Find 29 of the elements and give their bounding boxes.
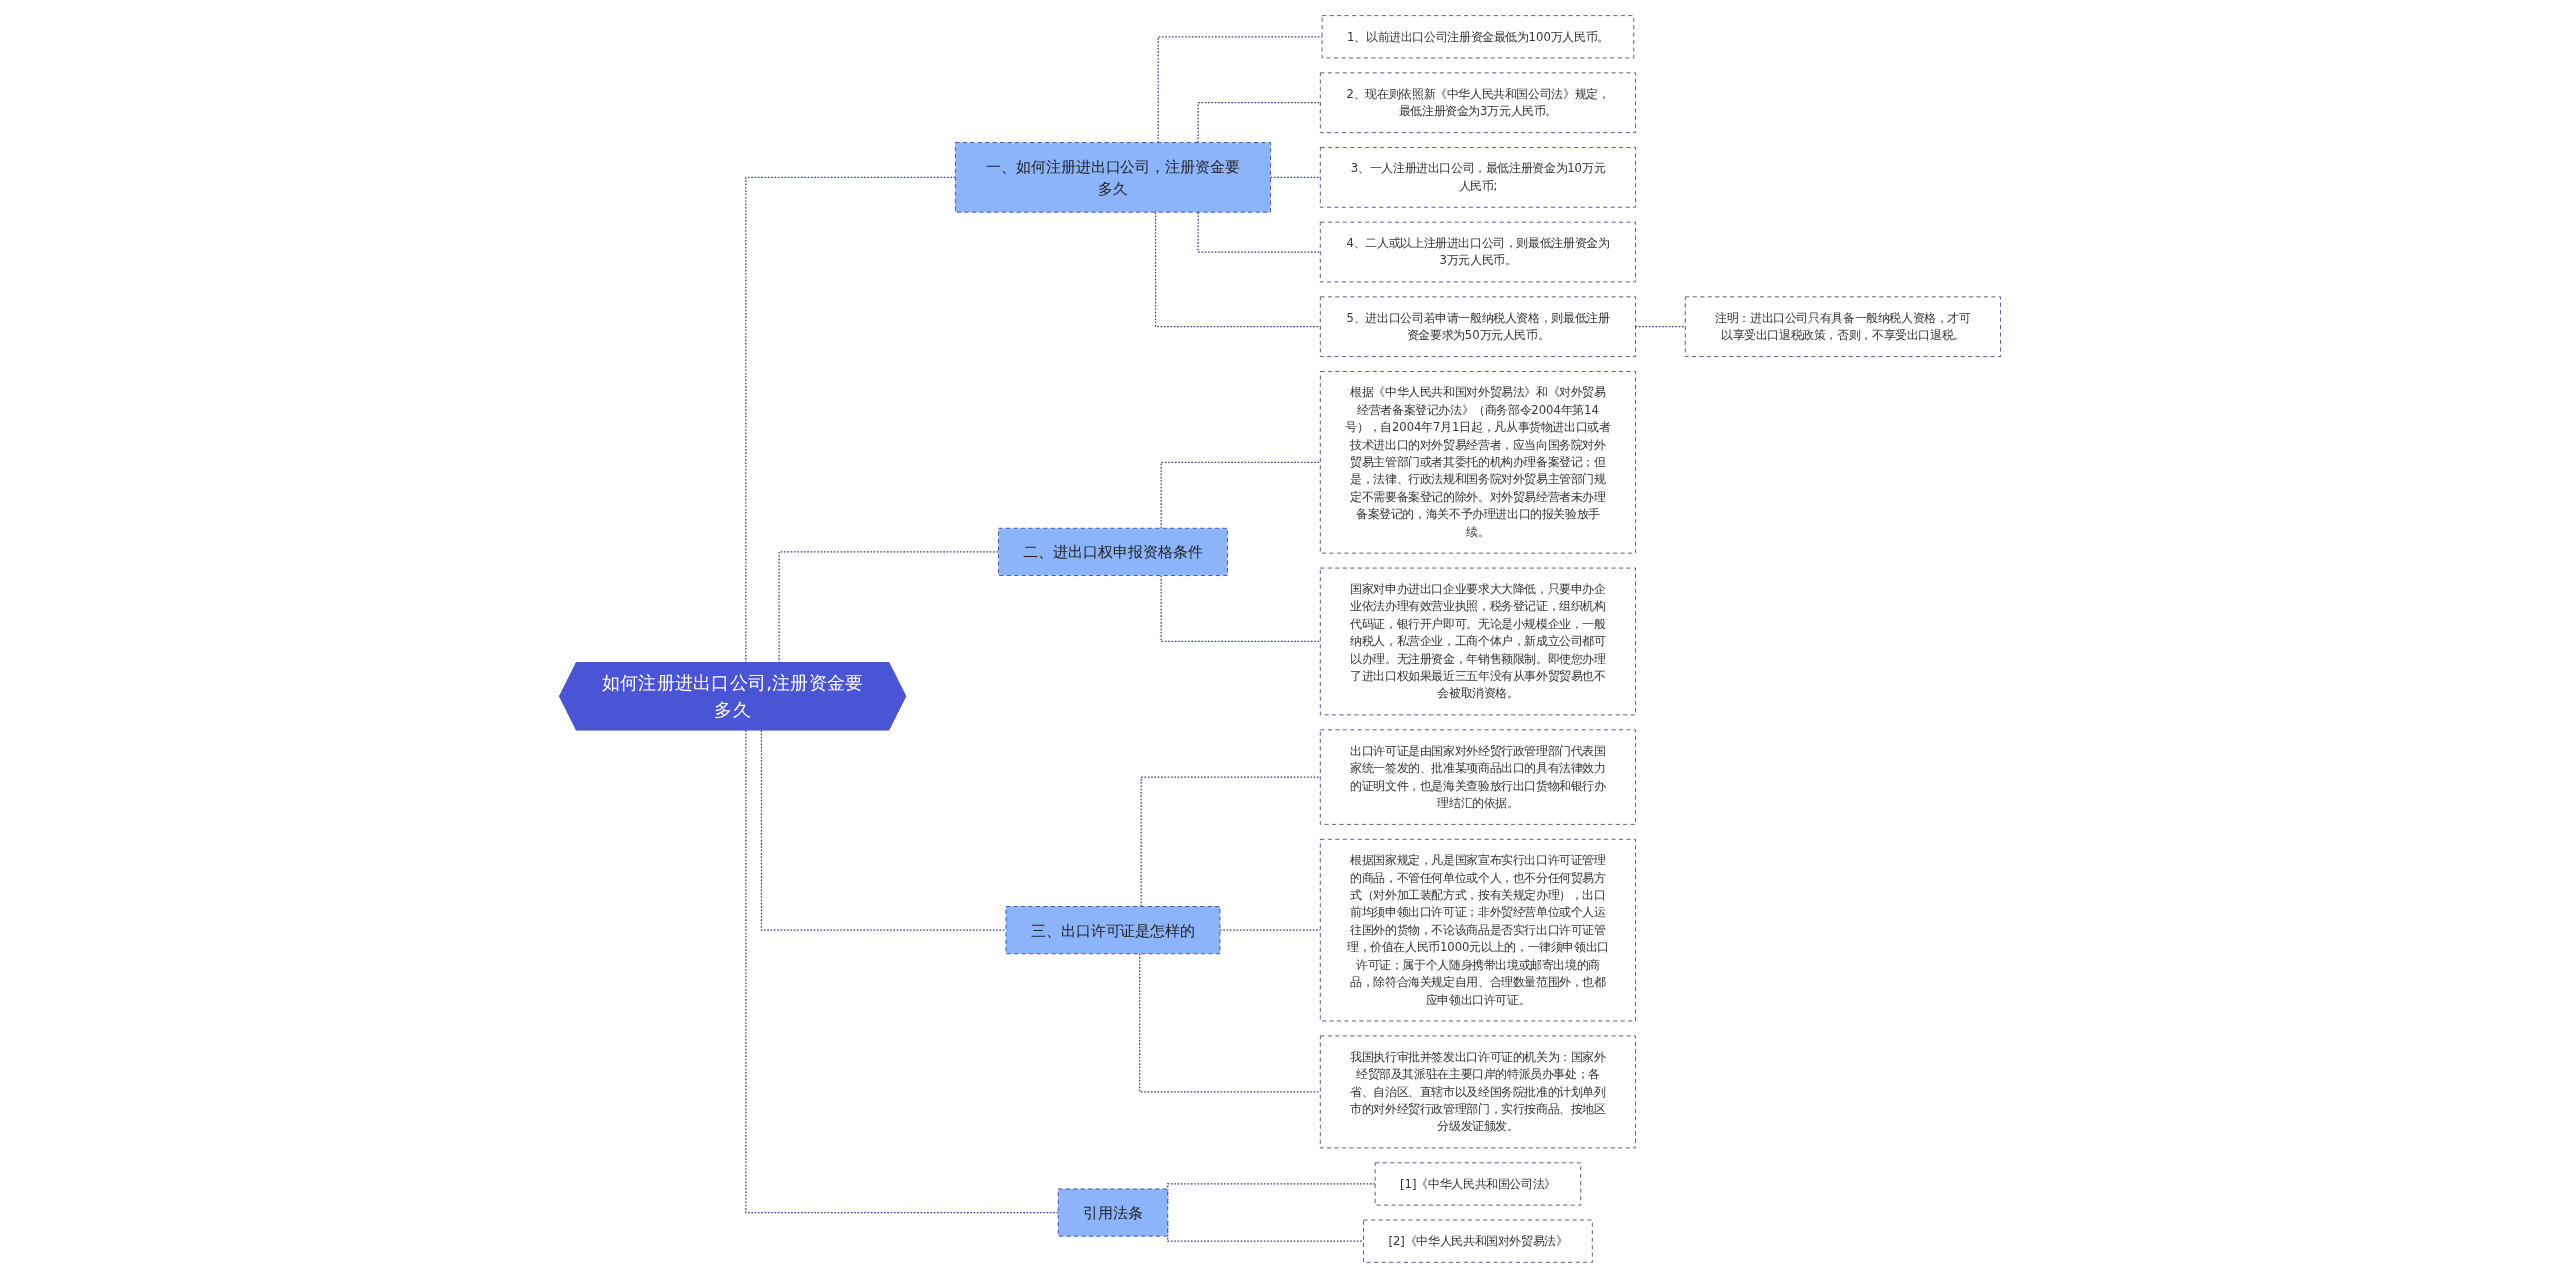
node-box: 引用法条 xyxy=(1057,1188,1169,1237)
connector xyxy=(1140,776,1321,907)
node-box: 一、如何注册进出口公司，注册资金要多久 xyxy=(954,141,1271,213)
node-box: 三、出口许可证是怎样的 xyxy=(1005,905,1221,954)
node-box: 3、一人注册进出口公司，最低注册资金为10万元人民币; xyxy=(1319,146,1636,208)
node-box: 1、以前进出口公司注册资金最低为100万人民币。 xyxy=(1321,14,1635,58)
node-box: 出口许可证是由国家对外经贸行政管理部门代表国家统一签发的、批准某项商品出口的具有法律效力的证明文件，也是海关查验放行出口货物和银行办理结汇的依据。 xyxy=(1319,728,1636,825)
connector xyxy=(1138,952,1321,1092)
node-box: 根据《中华人民共和国对外贸易法》和《对外贸易经营者备案登记办法》（商务部令2004年第14号），自2004年7月1日起，凡从事货物进出口或者技术进出口的对外贸易经营者，应当向国务院对外贸易主管部门或者其委托的机构办理备案登记；但是，法律、行政法规和国务院对外贸易主管部门规定不需要备案登记的除外。对外贸易经营者未办理备案登记的，海关不予办理进出口的报关验放手续。 xyxy=(1319,370,1636,554)
node-box: 4、二人或以上注册进出口公司，则最低注册资金为3万元人民币。 xyxy=(1319,221,1636,282)
connector xyxy=(1160,574,1321,642)
node-box: 国家对申办进出口企业要求大大降低，只要申办企业依法办理有效营业执照，税务登记证，组织机构代码证，银行开户即可。无论是小规模企业，一般纳税人，私营企业，工商个体户，新成立公司都可以办理。无注册资金，年销售额限制。即使您办理了进出口权如果最近三五年没有从事外贸贸易也不会被取消资格。 xyxy=(1319,567,1636,715)
node-box: [2]《中华人民共和国对外贸易法》 xyxy=(1363,1219,1593,1263)
node-box: [1]《中华人民共和国公司法》 xyxy=(1374,1161,1582,1206)
connector xyxy=(1269,176,1321,178)
connector xyxy=(1197,101,1321,143)
node-box: 2、现在则依照新《中华人民共和国公司法》规定，最低注册资金为3万元人民币。 xyxy=(1319,71,1636,133)
node-box: 注明：进出口公司只有具备一般纳税人资格，才可以享受出口退税政策，否则，不享受出口退税。 xyxy=(1684,295,2001,357)
connector xyxy=(1219,929,1321,931)
connector xyxy=(760,729,1007,931)
connector xyxy=(1154,211,1321,327)
connector xyxy=(1157,35,1323,143)
connector xyxy=(745,729,1059,1213)
connector xyxy=(1634,325,1686,327)
node-box: 5、进出口公司若申请一般纳税人资格，则最低注册资金要求为50万元人民币。 xyxy=(1319,295,1636,357)
node-box: 根据国家规定，凡是国家宣布实行出口许可证管理的商品，不管任何单位或个人，也不分任何贸易方式（对外加工装配方式，按有关规定办理），出口前均须申领出口许可证；非外贸经营单位或个人运往国外的货物，不论该商品是否实行出口许可证管理，价值在人民币1000元以上的，一律须申领出口许可证；属于个人随身携带出境或邮寄出境的商品，除符合海关规定自用、合理数量范围外，也都应申领出口许可证。 xyxy=(1319,838,1636,1021)
connector xyxy=(1197,211,1321,253)
node-box: 二、进出口权申报资格条件 xyxy=(998,527,1228,576)
node-box: 我国执行审批并签发出口许可证的机关为：国家外经贸部及其派驻在主要口岸的特派员办事处；各省、自治区、直辖市以及经国务院批准的计划单列市的对外经贸行政管理部门，实行按商品、按地区分级发证颁发。 xyxy=(1319,1035,1636,1148)
